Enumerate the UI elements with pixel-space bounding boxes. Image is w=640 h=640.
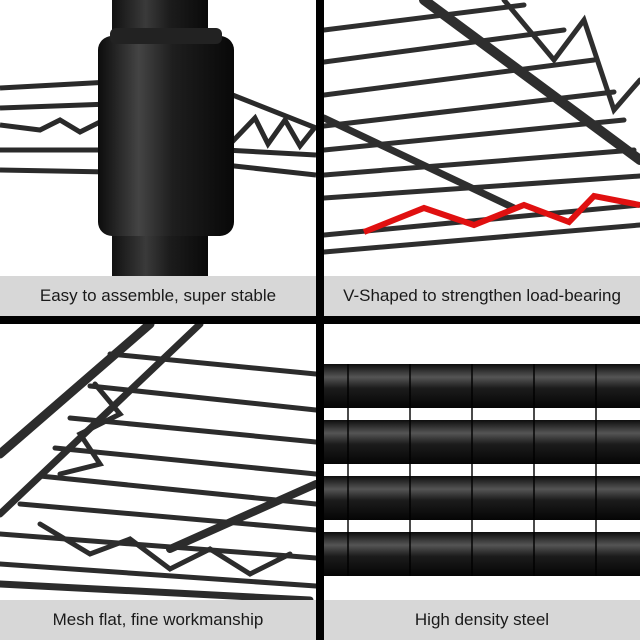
steel-tube-rows (324, 364, 640, 576)
v-shaped-wire-image (324, 0, 640, 276)
panel-v-shaped: V-Shaped to strengthen load-bearing (324, 0, 640, 316)
caption: Mesh flat, fine workmanship (0, 600, 316, 640)
caption: Easy to assemble, super stable (0, 276, 316, 316)
panel-high-density-steel: High density steel (324, 324, 640, 640)
caption: High density steel (324, 600, 640, 640)
v-highlight-line (362, 192, 640, 235)
steel-tubes-image (324, 324, 640, 600)
pole-sleeve-image (0, 0, 316, 276)
panel-mesh-flat: Mesh flat, fine workmanship (0, 324, 316, 640)
panel-easy-assemble: Easy to assemble, super stable (0, 0, 316, 316)
mesh-corner-image (0, 324, 316, 600)
caption: V-Shaped to strengthen load-bearing (324, 276, 640, 316)
